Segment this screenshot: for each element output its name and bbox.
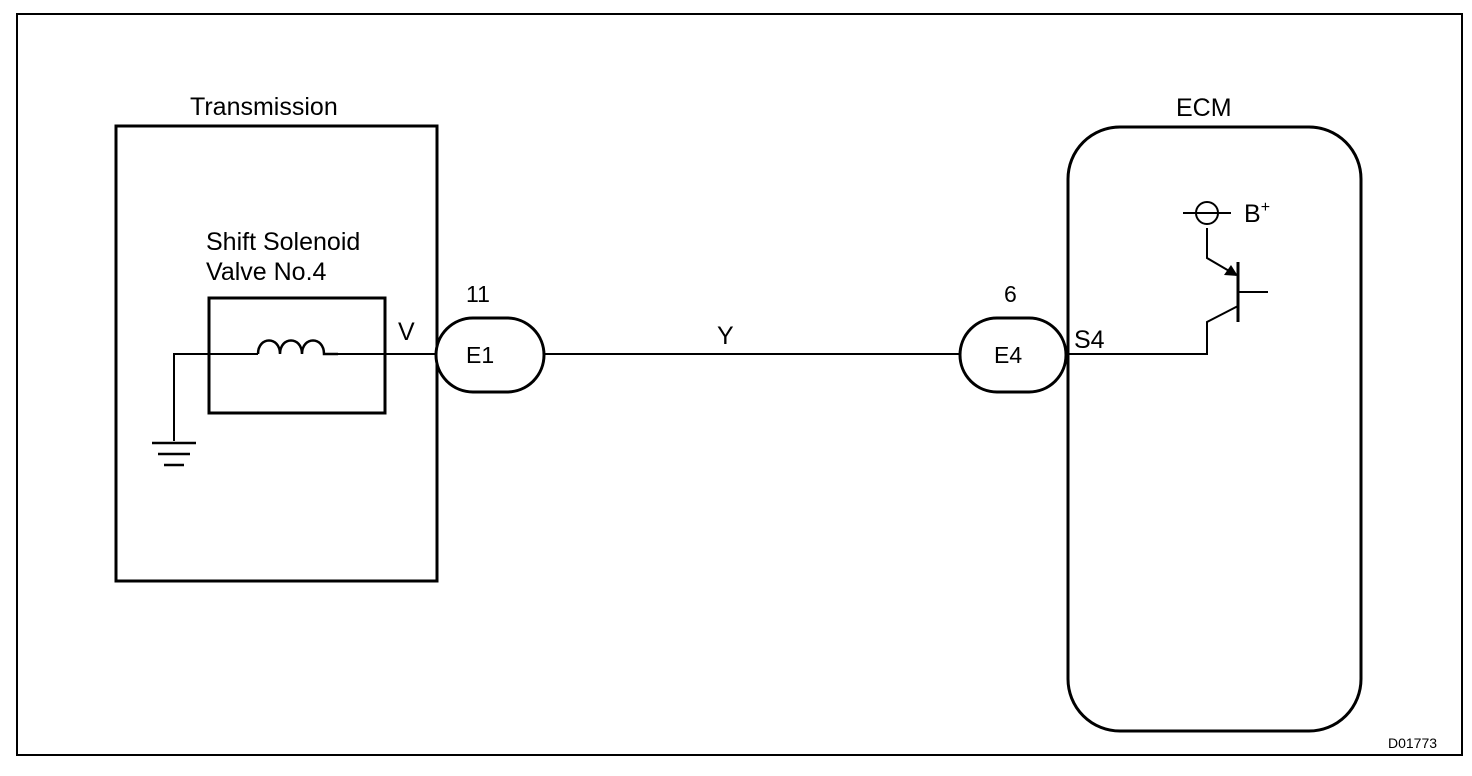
- connector-e4-name: E4: [994, 342, 1022, 368]
- connector-e4-pin: 6: [1004, 281, 1017, 307]
- solenoid-box: [207, 296, 387, 415]
- solenoid-label-line2: Valve No.4: [206, 258, 327, 286]
- ecm-title: ECM: [1176, 94, 1232, 122]
- transmission-title: Transmission: [190, 93, 338, 121]
- connector-e1-pin: 11: [466, 281, 490, 307]
- wire-s4: [1066, 305, 1239, 355]
- connector-e1-name: E1: [466, 342, 494, 368]
- diagram-frame: [16, 13, 1463, 756]
- coil-icon: [256, 339, 338, 356]
- diagram-code: D01773: [1388, 735, 1437, 751]
- ecm-box: [1066, 125, 1363, 733]
- transistor-icon: [1206, 228, 1268, 322]
- power-supply-icon: [1183, 201, 1231, 225]
- ecm-terminal-s4: S4: [1074, 326, 1105, 354]
- solenoid-label-line1: Shift Solenoid: [206, 228, 360, 256]
- supply-label: B+: [1244, 199, 1270, 228]
- ground-icon: [152, 353, 258, 467]
- wire-label-v: V: [398, 318, 415, 346]
- wire-color-label: Y: [717, 322, 734, 350]
